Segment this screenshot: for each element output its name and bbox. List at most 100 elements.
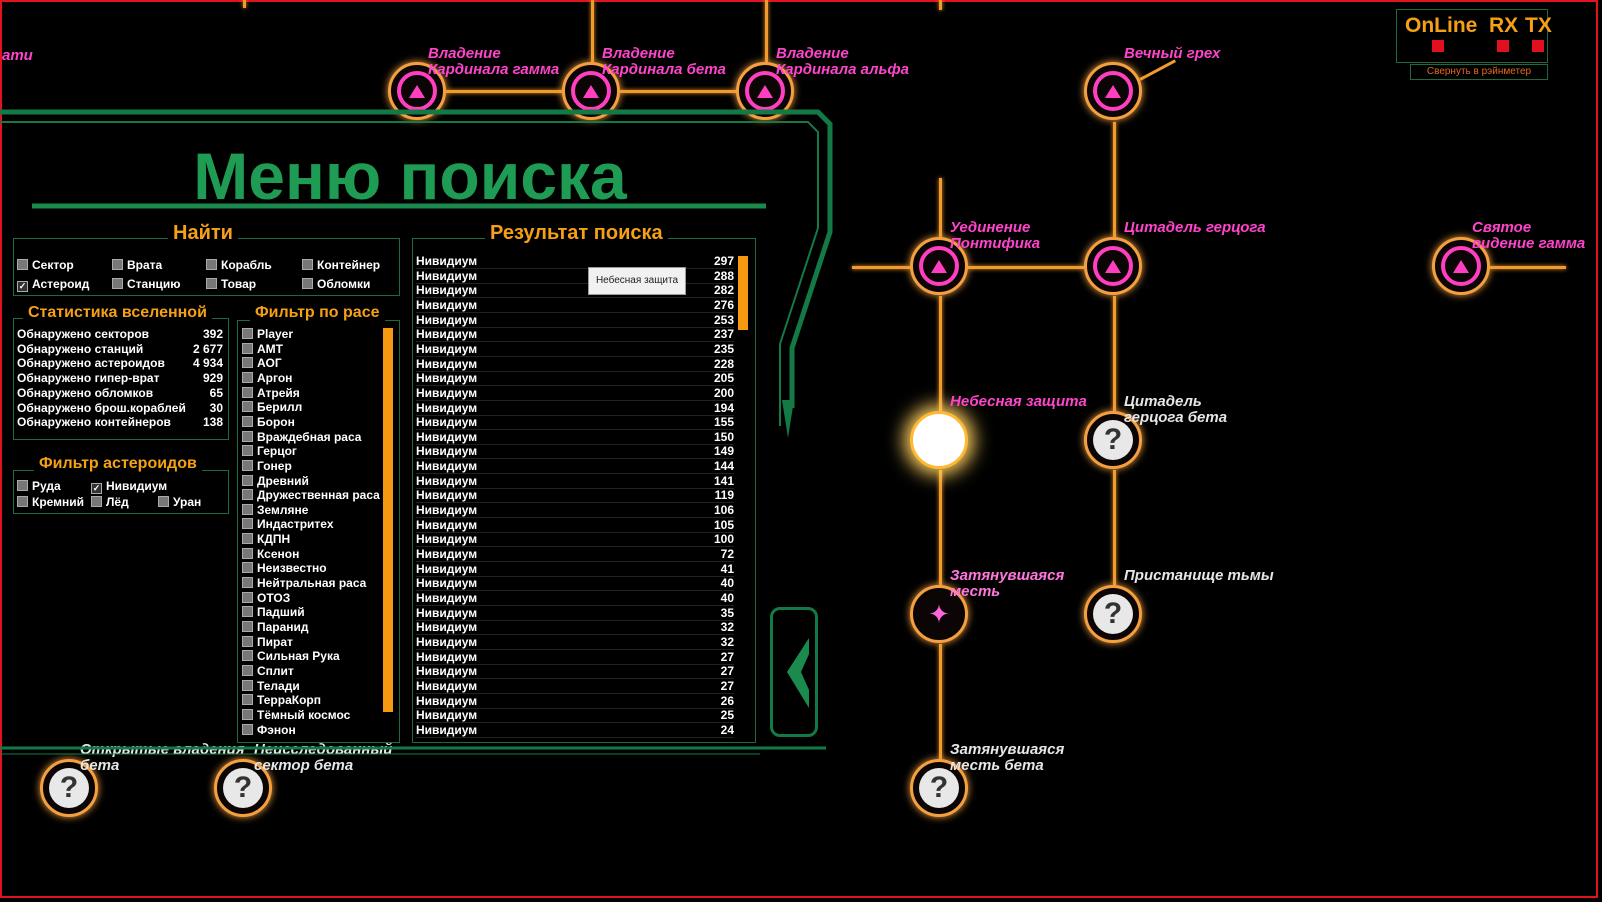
- find-option[interactable]: Обломки: [302, 277, 370, 291]
- checkbox[interactable]: [206, 259, 217, 270]
- race-option[interactable]: ТерраКорп: [242, 693, 321, 707]
- sector-node-heaven-selected[interactable]: [910, 411, 968, 469]
- race-option[interactable]: АМТ: [242, 342, 283, 356]
- checkbox[interactable]: [242, 533, 253, 545]
- race-option[interactable]: Тёмный космос: [242, 708, 350, 722]
- checkbox[interactable]: [242, 459, 253, 471]
- checkbox[interactable]: [242, 694, 253, 706]
- sector-node-revenge-beta[interactable]: ?: [910, 759, 968, 817]
- checkbox[interactable]: [242, 518, 253, 530]
- checkbox[interactable]: [158, 496, 169, 507]
- checkbox[interactable]: [242, 401, 253, 413]
- checkbox[interactable]: [242, 679, 253, 691]
- race-option[interactable]: Player: [242, 327, 293, 341]
- checkbox[interactable]: [242, 591, 253, 603]
- race-option[interactable]: Сильная Рука: [242, 649, 340, 663]
- checkbox[interactable]: [242, 328, 253, 339]
- race-option[interactable]: Нейтральная раса: [242, 576, 366, 590]
- race-option[interactable]: Герцог: [242, 444, 297, 458]
- find-option[interactable]: Корабль: [206, 258, 272, 272]
- results-scrollbar[interactable]: [738, 256, 748, 330]
- checkbox[interactable]: [242, 723, 253, 735]
- race-option[interactable]: Падший: [242, 605, 305, 619]
- checkbox[interactable]: [112, 278, 123, 289]
- checkbox[interactable]: [242, 342, 253, 354]
- checkbox[interactable]: [242, 577, 253, 589]
- race-option[interactable]: Берилл: [242, 400, 302, 414]
- race-option[interactable]: КДПН: [242, 532, 290, 546]
- race-option[interactable]: Пират: [242, 635, 293, 649]
- checkbox[interactable]: [242, 708, 253, 720]
- find-option[interactable]: Товар: [206, 277, 256, 291]
- checkbox[interactable]: [112, 259, 123, 270]
- checkbox[interactable]: [302, 278, 313, 289]
- checkbox[interactable]: [17, 496, 28, 507]
- asteroid-option[interactable]: Руда: [17, 479, 61, 493]
- race-option[interactable]: Сплит: [242, 664, 294, 678]
- checkbox[interactable]: [242, 430, 253, 442]
- race-option[interactable]: Телади: [242, 679, 300, 693]
- race-option[interactable]: Индастритех: [242, 517, 334, 531]
- checkbox[interactable]: [242, 474, 253, 486]
- sector-node-haven[interactable]: ?: [1084, 585, 1142, 643]
- checkbox[interactable]: [206, 278, 217, 289]
- sector-node-citadel-beta[interactable]: ?: [1084, 411, 1142, 469]
- sector-node-bl2[interactable]: ?: [214, 759, 272, 817]
- find-option[interactable]: Станцию: [112, 277, 180, 291]
- checkbox[interactable]: [242, 371, 253, 383]
- checkbox[interactable]: [242, 562, 253, 574]
- sector-node-eternal[interactable]: [1084, 62, 1142, 120]
- sector-node-bl1[interactable]: ?: [40, 759, 98, 817]
- race-option[interactable]: Борон: [242, 415, 295, 429]
- race-option[interactable]: Неизвестно: [242, 561, 327, 575]
- race-option[interactable]: Дружественная раса: [242, 488, 380, 502]
- find-option[interactable]: Сектор: [17, 258, 74, 272]
- sector-node-citadel[interactable]: [1084, 237, 1142, 295]
- checkbox[interactable]: [91, 496, 102, 507]
- find-option[interactable]: ✓Астероид: [17, 277, 89, 292]
- checkbox[interactable]: [242, 503, 253, 515]
- collapse-panel-button[interactable]: [770, 607, 818, 737]
- race-option[interactable]: Аргон: [242, 371, 292, 385]
- checkbox[interactable]: ✓: [91, 483, 102, 494]
- checkbox[interactable]: [302, 259, 313, 270]
- find-option[interactable]: Контейнер: [302, 258, 380, 272]
- sector-node-beta[interactable]: [562, 62, 620, 120]
- asteroid-option[interactable]: Кремний: [17, 495, 84, 509]
- asteroid-option[interactable]: ✓Нивидиум: [91, 479, 167, 494]
- checkbox[interactable]: [17, 259, 28, 270]
- asteroid-option[interactable]: Уран: [158, 495, 201, 509]
- race-option[interactable]: Враждебная раса: [242, 430, 361, 444]
- sector-node-holy[interactable]: [1432, 237, 1490, 295]
- race-option[interactable]: Паранид: [242, 620, 309, 634]
- checkbox[interactable]: [242, 489, 253, 501]
- checkbox[interactable]: [242, 445, 253, 457]
- asteroid-option[interactable]: Лёд: [91, 495, 129, 509]
